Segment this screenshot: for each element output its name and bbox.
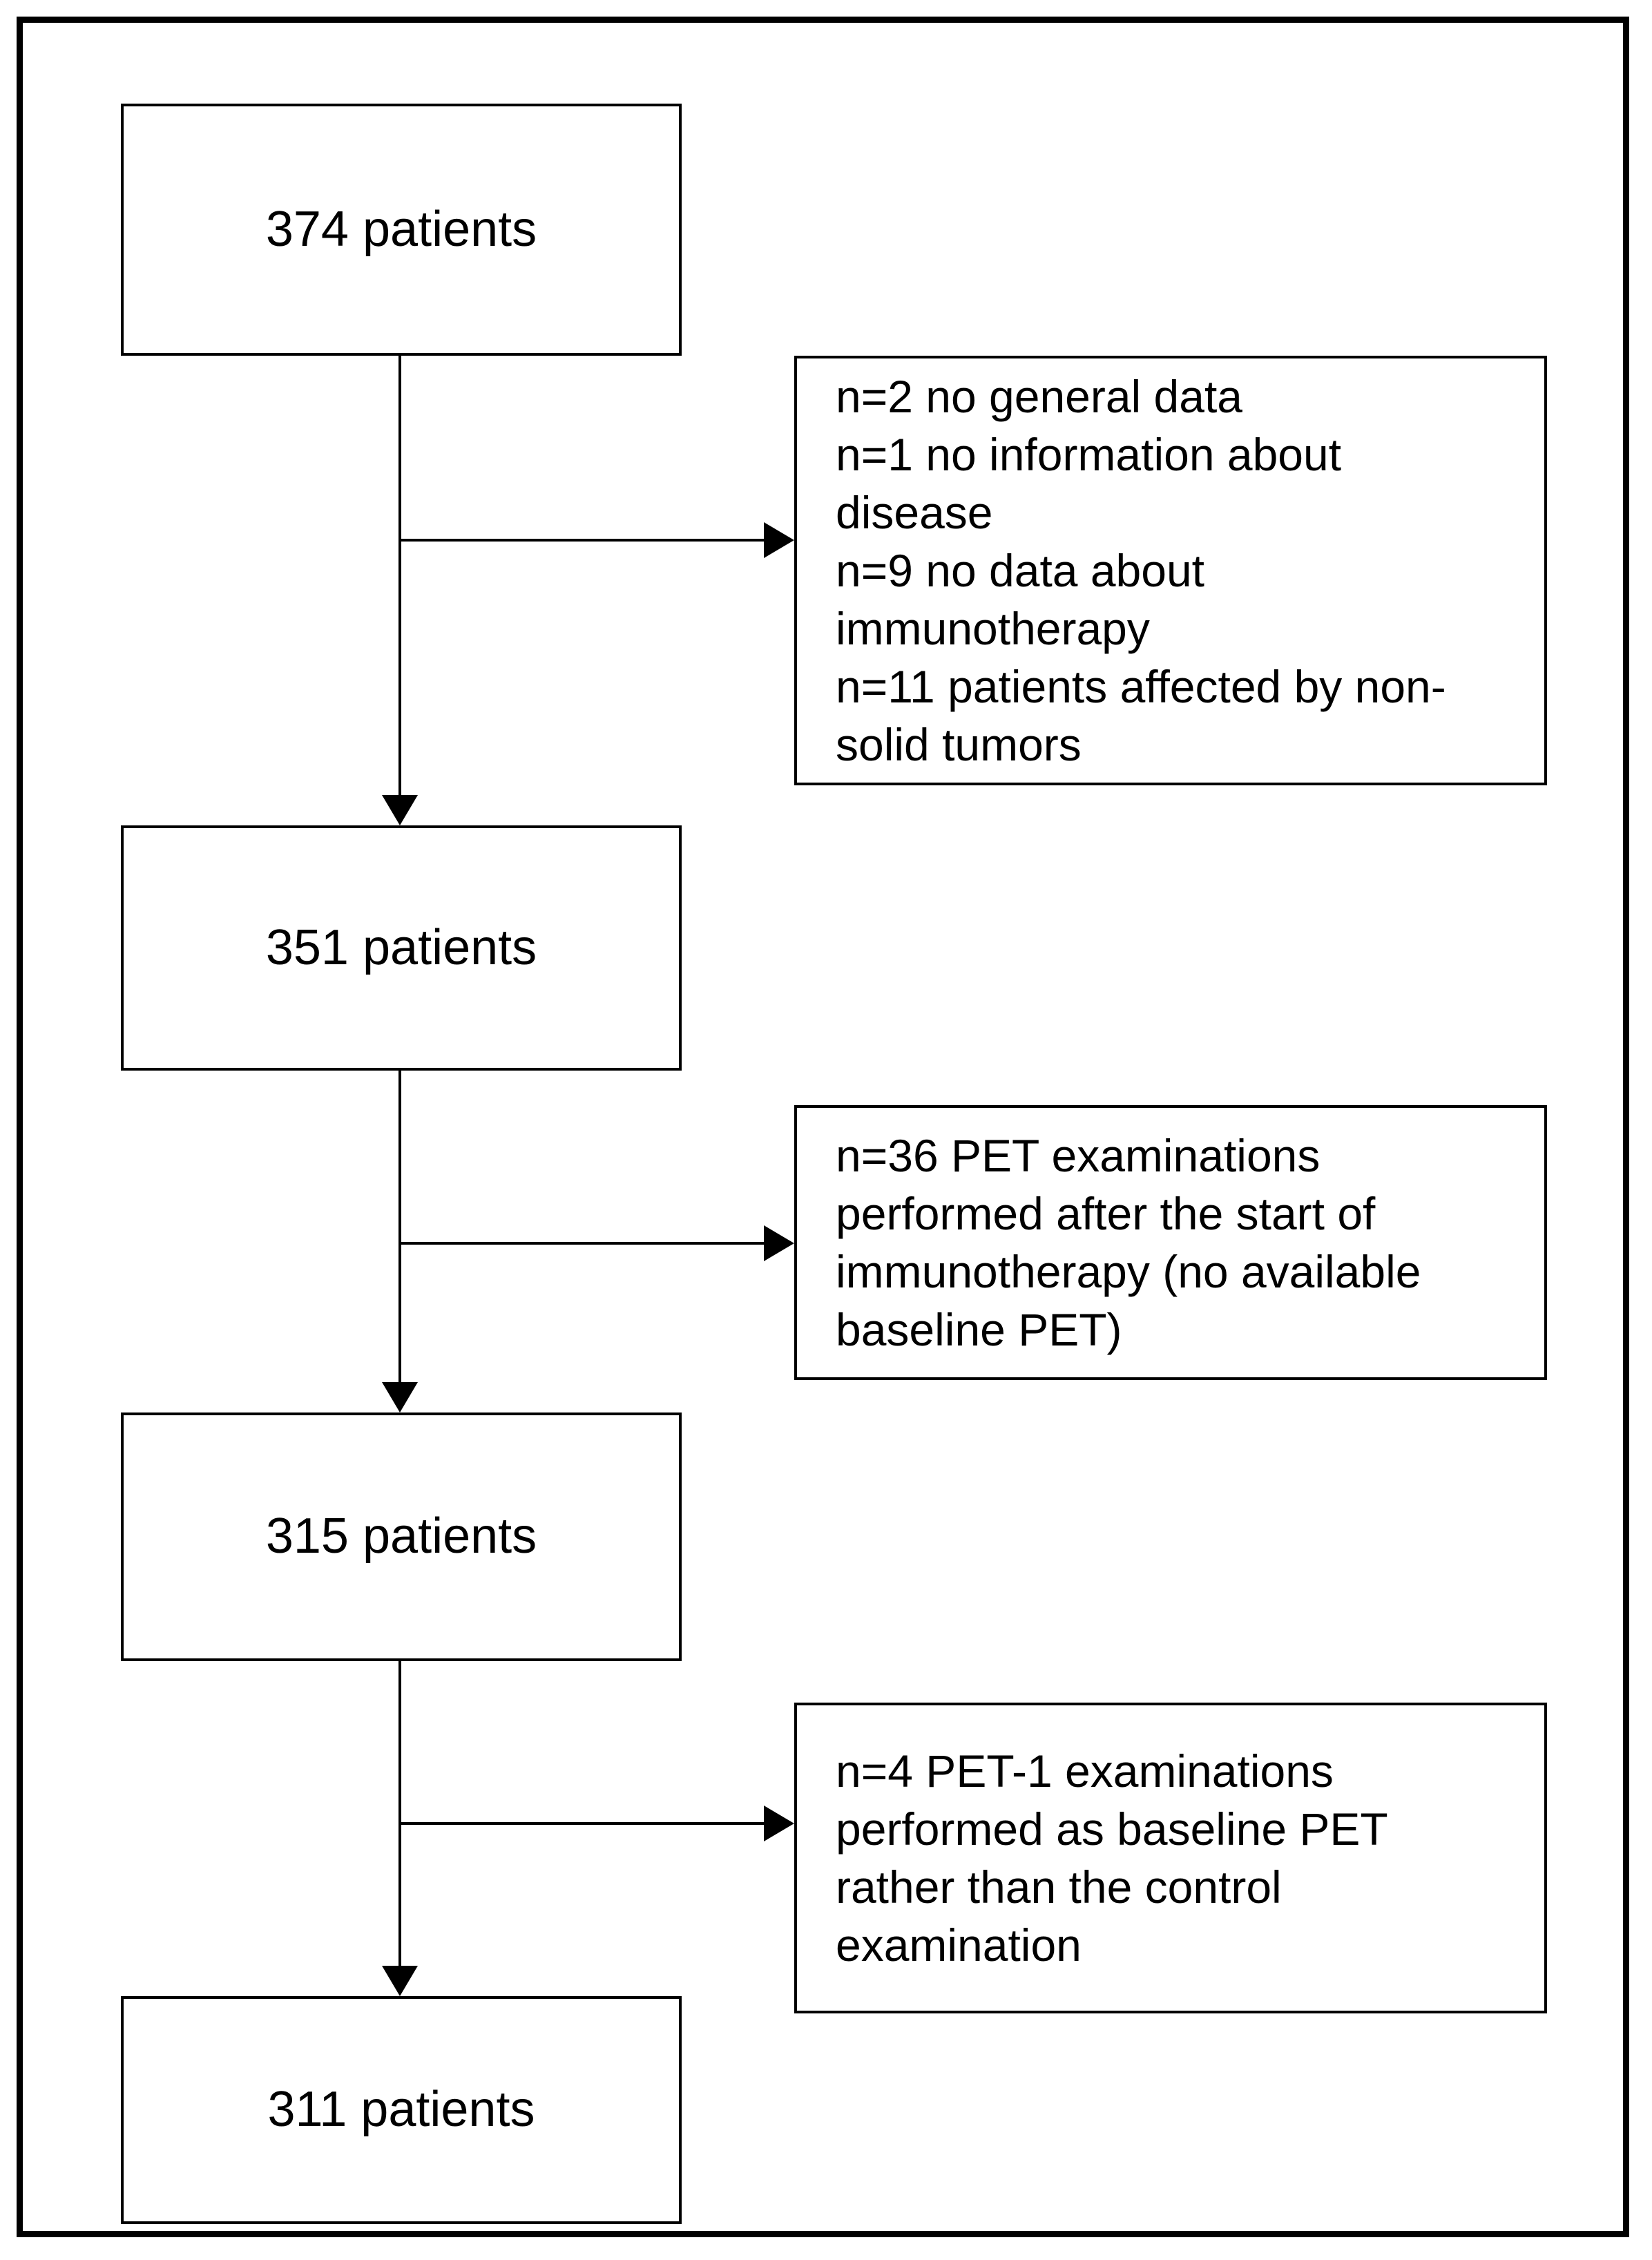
connector-line-374-to-351 [398,356,401,795]
patient-count-box-374: 374 patients [121,104,682,356]
connector-line-315-to-311 [398,1661,401,1966]
exclusion-text: n=4 PET-1 examinations performed as base… [836,1745,1388,1971]
patient-count-label: 374 patients [265,201,537,257]
patient-count-box-315: 315 patients [121,1412,682,1661]
patient-count-box-351: 351 patients [121,825,682,1071]
connector-line-351-to-315 [398,1071,401,1382]
patient-count-label: 311 patients [267,2082,535,2138]
arrowhead-right-icon [764,1806,794,1841]
patient-count-label: 315 patients [265,1509,537,1564]
branch-line-to-exclusion-2 [400,1242,764,1245]
branch-line-to-exclusion-3 [400,1822,764,1825]
branch-line-to-exclusion-1 [400,539,764,542]
patient-count-box-311: 311 patients [121,1996,682,2224]
arrowhead-down-icon [382,1382,418,1412]
exclusion-text: n=36 PET examinations performed after th… [836,1130,1421,1355]
exclusion-box-3: n=4 PET-1 examinations performed as base… [794,1703,1547,2013]
arrowhead-right-icon [764,522,794,558]
arrowhead-down-icon [382,1966,418,1996]
exclusion-box-2: n=36 PET examinations performed after th… [794,1105,1547,1380]
arrowhead-down-icon [382,795,418,825]
exclusion-box-1: n=2 no general data n=1 no information a… [794,356,1547,785]
arrowhead-right-icon [764,1225,794,1261]
exclusion-text: n=2 no general data n=1 no information a… [836,371,1446,770]
patient-count-label: 351 patients [265,919,537,975]
